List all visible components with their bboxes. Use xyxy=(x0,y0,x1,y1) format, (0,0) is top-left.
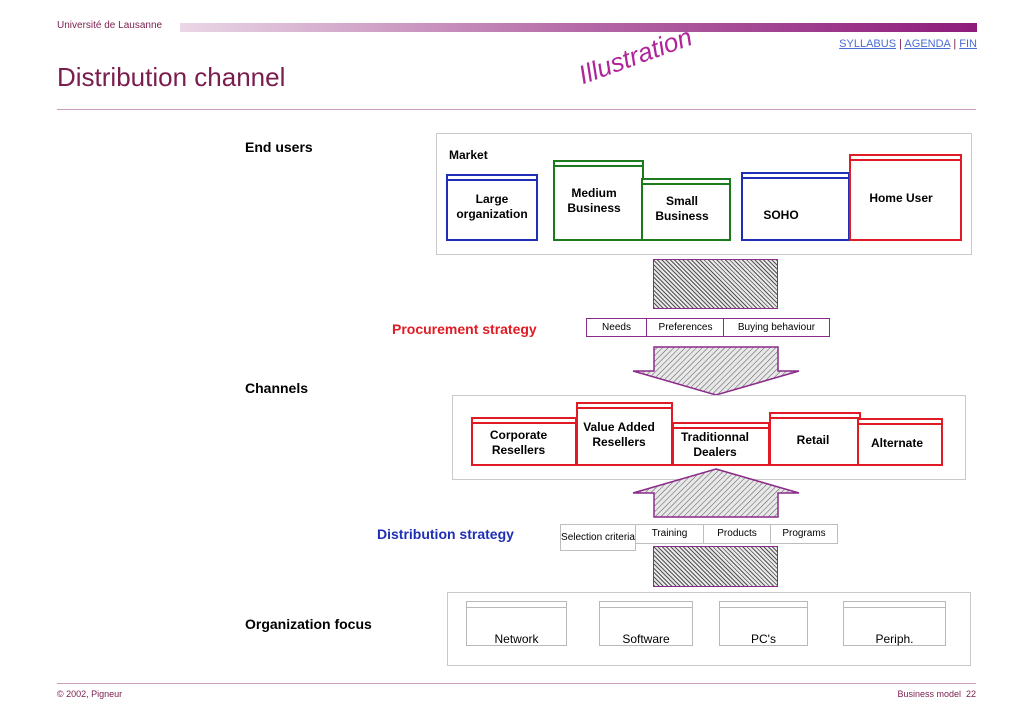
segment-home-user xyxy=(849,154,962,241)
org-label: Network xyxy=(494,632,539,646)
hatched-connector xyxy=(653,546,778,587)
criterion-preferences: Preferences xyxy=(648,319,724,336)
org-pcs: PC's xyxy=(719,601,808,646)
channel-label: Alternate xyxy=(870,436,923,450)
channel-retail xyxy=(769,412,861,466)
procurement-strategy-label: Procurement strategy xyxy=(392,321,537,337)
org-label: Software xyxy=(622,632,670,646)
header-gradient-bar xyxy=(180,23,977,32)
title-divider xyxy=(57,109,976,110)
nav-separator: | xyxy=(896,38,905,50)
market-label: Market xyxy=(449,148,488,162)
footer-divider xyxy=(57,683,976,684)
segment-label: Medium Business xyxy=(567,186,621,215)
nav-separator: | xyxy=(950,38,960,50)
page-title: Distribution channel xyxy=(57,62,286,92)
criterion-products: Products xyxy=(704,525,771,543)
org-label: Periph. xyxy=(875,632,914,646)
segment-soho xyxy=(741,172,850,241)
org-label: PC's xyxy=(751,632,776,646)
criterion-needs: Needs xyxy=(587,319,647,336)
criterion-programs: Programs xyxy=(782,528,826,539)
org-software: Software xyxy=(599,601,693,646)
segment-label: Large organization xyxy=(456,192,528,221)
channel-label: Traditionnal Dealers xyxy=(680,430,749,459)
channel-label: Value Added Resellers xyxy=(583,420,655,449)
organization-focus-label: Organization focus xyxy=(245,616,372,632)
channel-alternate xyxy=(857,418,943,466)
distribution-strategy-label: Distribution strategy xyxy=(377,526,514,542)
up-arrow xyxy=(632,468,800,518)
segment-label: SOHO xyxy=(763,208,799,222)
criterion-training: Training xyxy=(636,525,704,543)
channels-label: Channels xyxy=(245,380,309,396)
segment-label: Small Business xyxy=(655,194,709,223)
segment-large-organization xyxy=(446,174,538,241)
channel-corporate-resellers xyxy=(471,417,577,466)
channel-value-added-resellers xyxy=(576,402,673,466)
org-periph: Periph. xyxy=(843,601,946,646)
hatched-connector xyxy=(653,259,778,309)
procurement-criteria-table xyxy=(586,318,830,337)
down-arrow xyxy=(632,346,800,396)
fin-link[interactable]: FIN xyxy=(959,38,977,50)
top-nav: SYLLABUS | AGENDA | FIN xyxy=(839,38,977,50)
segment-small-business xyxy=(641,178,731,241)
university-name: Université de Lausanne xyxy=(57,20,163,31)
org-network: Network xyxy=(466,601,567,646)
copyright: © 2002, Pigneur xyxy=(57,689,123,699)
channel-label: Corporate Resellers xyxy=(489,428,548,457)
segment-label: Home User xyxy=(869,191,933,205)
criterion-selection-criteria: Selection criteria xyxy=(560,524,636,551)
agenda-link[interactable]: AGENDA xyxy=(904,38,951,50)
page-number: Business model 22 xyxy=(897,689,976,699)
channel-label: Retail xyxy=(796,433,830,447)
syllabus-link[interactable]: SYLLABUS xyxy=(839,38,897,50)
end-users-label: End users xyxy=(245,139,313,155)
channel-traditionnal-dealers xyxy=(672,422,770,466)
criterion-buying-behaviour: Buying behaviour xyxy=(737,321,816,333)
